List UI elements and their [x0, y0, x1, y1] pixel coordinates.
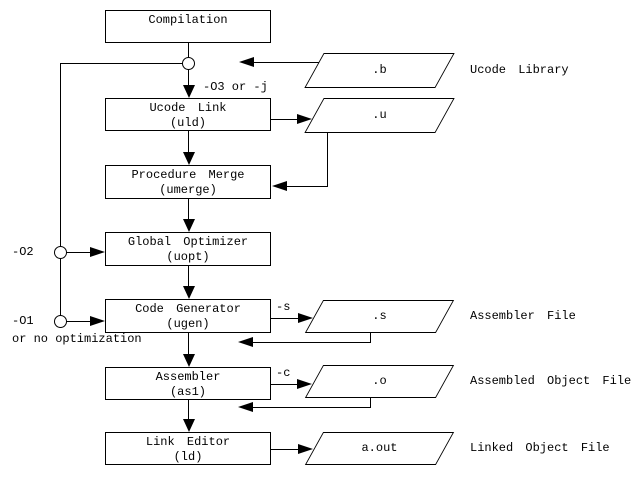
arrowhead-into-aout-file: [298, 444, 313, 454]
file-name: .u: [372, 108, 387, 122]
file-parallelogram-s: .s: [304, 300, 455, 333]
o-feedback-vertical: [370, 398, 371, 407]
o-feedback-horizontal: [252, 407, 371, 408]
file-name: .s: [372, 309, 387, 323]
box-title: Assembler: [155, 370, 221, 384]
box-title: Link Editor: [145, 435, 231, 449]
file-label-assembler-file: Assembler File: [470, 309, 576, 323]
file-name: a.out: [361, 441, 398, 455]
box-title: Ucode Link: [149, 101, 227, 115]
label-o3-flag: -O3 or -j: [203, 80, 268, 94]
label-c-flag: -c: [276, 366, 291, 380]
flow-line-umerge-to-uopt: [188, 199, 189, 220]
flow-line-uld-to-umerge: [188, 131, 189, 153]
arrowhead-into-u-file: [297, 114, 312, 124]
file-label-linked-object-file: Linked Object File: [470, 441, 610, 455]
arrowhead-from-ucode-library: [239, 57, 254, 67]
arrowhead-into-procedure-merge: [183, 152, 195, 165]
label-s-flag: -s: [276, 300, 291, 314]
file-parallelogram-u: .u: [304, 98, 455, 133]
junction-circle-o1: [54, 315, 67, 328]
arrowhead-o-feedback: [238, 402, 253, 412]
bypass-rail-vertical: [60, 63, 61, 316]
arrowhead-o1-into-ugen: [90, 316, 105, 326]
flow-line-ugen-to-as1: [188, 333, 189, 355]
flow-line-uopt-to-ugen: [188, 266, 189, 287]
arrowhead-into-code-generator: [183, 286, 195, 299]
label-o1-flag: -O1: [12, 314, 34, 328]
box-title: Compilation: [148, 13, 228, 27]
arrowhead-into-s-file: [298, 313, 313, 323]
box-title: Global Optimizer: [127, 235, 249, 249]
arrowhead-into-global-optimizer: [183, 219, 195, 232]
flow-line-as1-to-ld: [188, 400, 189, 420]
o2-connector-line: [66, 252, 92, 253]
ucode-library-feed-line: [253, 62, 319, 63]
file-name: .b: [372, 63, 387, 77]
file-name: .o: [372, 374, 387, 388]
box-title: Procedure Merge: [131, 168, 245, 182]
file-parallelogram-b: .b: [304, 53, 455, 88]
label-o2-flag: -O2: [12, 245, 34, 259]
arrowhead-s-feedback: [238, 337, 253, 347]
bypass-rail-top: [60, 63, 188, 64]
junction-circle-o2: [54, 246, 67, 259]
flow-line-compilation-to-junction: [188, 43, 189, 57]
s-feedback-horizontal: [252, 342, 371, 343]
arrowhead-u-into-umerge: [272, 181, 287, 191]
box-subtitle: (umerge): [159, 183, 217, 197]
ld-output-line: [271, 449, 299, 450]
box-subtitle: (ld): [173, 450, 203, 464]
file-label-assembled-object-file: Assembled Object File: [470, 374, 631, 388]
file-parallelogram-aout: a.out: [304, 432, 455, 465]
label-no-optimization: or no optimization: [12, 332, 142, 346]
box-subtitle: (ugen): [166, 317, 210, 331]
arrowhead-o2-into-uopt: [90, 247, 105, 257]
box-subtitle: (uopt): [166, 250, 210, 264]
process-box-link-editor: Link Editor (ld): [105, 432, 271, 465]
ugen-output-line: [271, 318, 299, 319]
box-title: Code Generator: [135, 302, 241, 316]
uld-output-line: [271, 119, 298, 120]
arrowhead-into-link-editor: [183, 419, 195, 432]
file-label-ucode-library: Ucode Library: [470, 63, 569, 77]
u-feedback-horizontal: [286, 186, 328, 187]
arrowhead-into-o-file: [297, 379, 312, 389]
as1-output-line: [271, 384, 299, 385]
flow-line-junction-to-ucode-link: [188, 69, 189, 87]
junction-circle-o3: [182, 57, 195, 70]
process-box-ucode-link: Ucode Link (uld): [105, 98, 271, 131]
box-subtitle: (as1): [169, 385, 206, 399]
process-box-assembler: Assembler (as1): [105, 367, 271, 400]
s-feedback-vertical: [370, 333, 371, 342]
file-parallelogram-o: .o: [304, 365, 455, 398]
o1-connector-line: [66, 321, 92, 322]
u-feedback-vertical: [327, 133, 328, 186]
process-box-compilation: Compilation: [105, 10, 271, 43]
process-box-procedure-merge: Procedure Merge (umerge): [105, 165, 271, 199]
arrowhead-into-assembler: [183, 354, 195, 367]
process-box-code-generator: Code Generator (ugen): [105, 299, 271, 333]
box-subtitle: (uld): [169, 116, 206, 130]
process-box-global-optimizer: Global Optimizer (uopt): [105, 232, 271, 266]
arrowhead-into-ucode-link: [183, 85, 195, 98]
